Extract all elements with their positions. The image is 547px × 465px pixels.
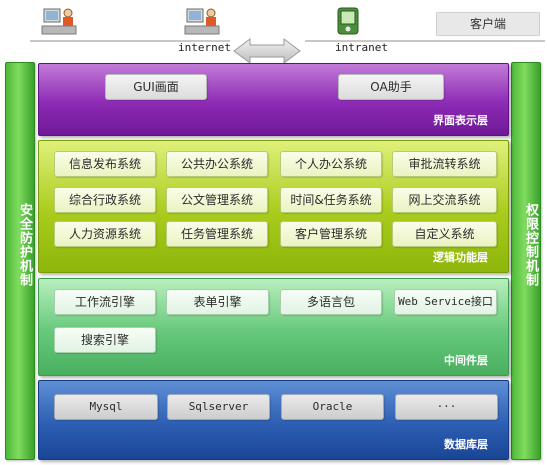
network-divider-right	[305, 40, 545, 42]
logic-box: 客户管理系统	[280, 221, 382, 247]
computer-user-icon	[40, 6, 78, 36]
permission-pillar-label: 权限控制机制	[523, 203, 538, 287]
permission-pillar: 权限控制机制	[511, 62, 541, 460]
middleware-layer: 工作流引擎 表单引擎 多语言包 Web Service接口 搜索引擎 中间件层	[38, 278, 509, 376]
logic-box: 综合行政系统	[54, 187, 156, 213]
logic-box: 信息发布系统	[54, 151, 156, 177]
ui-layer-title: 界面表示层	[433, 114, 488, 127]
logic-box: 时间&任务系统	[280, 187, 382, 213]
logic-box: 公文管理系统	[166, 187, 268, 213]
db-box-sqlserver: Sqlserver	[167, 394, 270, 420]
intranet-label: intranet	[335, 41, 388, 54]
logic-box: 公共办公系统	[166, 151, 268, 177]
logic-box: 任务管理系统	[166, 221, 268, 247]
pda-icon	[336, 6, 360, 36]
language-pack-box: 多语言包	[280, 289, 382, 315]
oa-assistant-box: OA助手	[338, 74, 444, 100]
logic-box: 人力资源系统	[54, 221, 156, 247]
workflow-engine-box: 工作流引擎	[54, 289, 156, 315]
gui-box: GUI画面	[105, 74, 207, 100]
logic-layer-title: 逻辑功能层	[433, 251, 488, 264]
search-engine-box: 搜索引擎	[54, 327, 156, 353]
ui-layer: GUI画面 OA助手 界面表示层	[38, 63, 509, 136]
logic-layer: 信息发布系统 公共办公系统 个人办公系统 审批流转系统 综合行政系统 公文管理系…	[38, 140, 509, 273]
double-arrow-icon	[233, 38, 301, 64]
logic-box: 自定义系统	[392, 221, 497, 247]
logic-box: 个人办公系统	[280, 151, 382, 177]
database-layer: Mysql Sqlserver Oracle ··· 数据库层	[38, 380, 509, 460]
db-box-more: ···	[395, 394, 498, 420]
security-pillar: 安全防护机制	[5, 62, 35, 460]
db-box-mysql: Mysql	[54, 394, 158, 420]
form-engine-box: 表单引擎	[166, 289, 269, 315]
database-layer-title: 数据库层	[444, 438, 488, 451]
internet-label: internet	[178, 41, 231, 54]
computer-user-icon	[183, 6, 221, 36]
client-label: 客户端	[436, 12, 540, 36]
logic-box: 网上交流系统	[392, 187, 497, 213]
security-pillar-label: 安全防护机制	[17, 203, 32, 287]
middleware-layer-title: 中间件层	[444, 354, 488, 367]
network-divider-left	[30, 40, 230, 42]
db-box-oracle: Oracle	[281, 394, 384, 420]
web-service-box: Web Service接口	[394, 289, 497, 315]
logic-box: 审批流转系统	[392, 151, 497, 177]
